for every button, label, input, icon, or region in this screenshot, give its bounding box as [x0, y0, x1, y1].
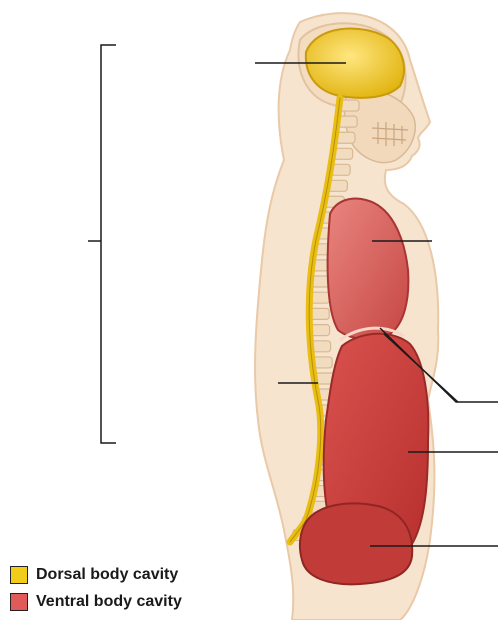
ventral-swatch: [10, 593, 28, 611]
dorsal-bracket: [88, 45, 116, 443]
dorsal-swatch: [10, 566, 28, 584]
ventral-label: Ventral body cavity: [36, 593, 182, 611]
dorsal-label: Dorsal body cavity: [36, 566, 178, 584]
pelvic-cavity: [300, 503, 412, 584]
legend-item-ventral: Ventral body cavity: [10, 591, 182, 613]
legend-item-dorsal: Dorsal body cavity: [10, 564, 182, 586]
legend: Dorsal body cavity Ventral body cavity: [10, 564, 182, 618]
